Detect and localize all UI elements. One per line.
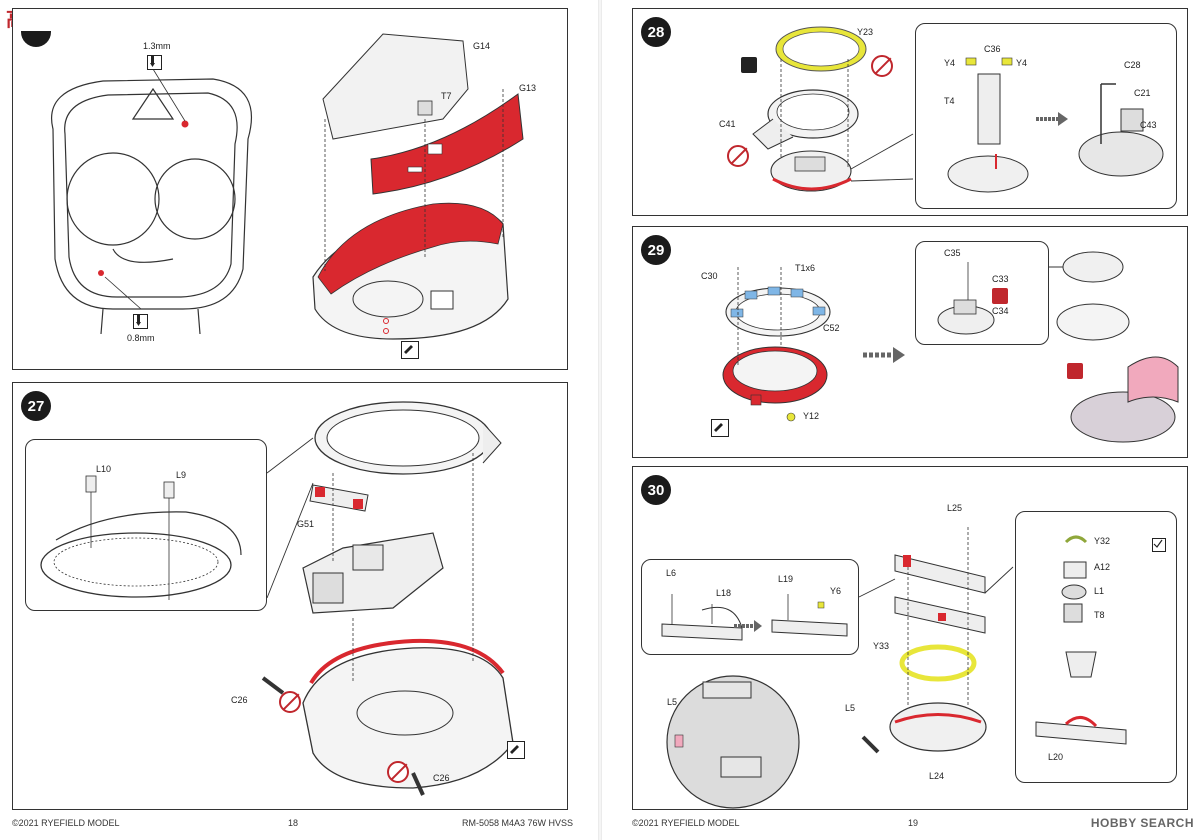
option-red-icon — [1067, 363, 1083, 379]
page-spine — [598, 0, 602, 840]
step-26-diagram — [51, 33, 524, 340]
left-footer-product: RM-5058 M4A3 76W HVSS — [462, 818, 574, 828]
step-30-panel: 30 L6 L18 L19 Y6 — [632, 466, 1188, 810]
step-30-badge: 30 — [641, 475, 671, 505]
step-28-badge: 28 — [641, 17, 671, 47]
left-page: 高网 — [0, 0, 600, 840]
no-glue-icon-1 — [279, 691, 301, 713]
part-label-y6: Y6 — [830, 586, 842, 596]
step-29-diagram — [722, 251, 1179, 443]
drill-size-label-1: 1.3mm — [143, 41, 171, 51]
step-27-badge: 27 — [21, 391, 51, 421]
part-label-c43: C43 — [1140, 120, 1157, 130]
part-label-l25: L25 — [947, 503, 963, 513]
part-label-l10: L10 — [96, 464, 112, 474]
part-label-c28: C28 — [1124, 60, 1141, 70]
drill-size-label-2: 0.8mm — [127, 333, 155, 343]
step-27-diagram — [261, 401, 514, 796]
step-29-panel: 29 C30 T1x6 C52 — [632, 226, 1188, 458]
part-label-l18: L18 — [716, 588, 732, 598]
part-label-c35: C35 — [944, 248, 961, 258]
part-label-g51: G51 — [297, 519, 315, 529]
step-26-badge — [21, 31, 51, 47]
brand-logo: HOBBY SEARCH — [1090, 816, 1194, 830]
part-label-l9: L9 — [176, 470, 187, 480]
part-label-l24: L24 — [929, 771, 945, 781]
check-icon — [1152, 538, 1166, 552]
part-label-l1: L1 — [1094, 586, 1105, 596]
part-label-c30: C30 — [701, 271, 718, 281]
part-label-l19: L19 — [778, 574, 794, 584]
part-label-t8: T8 — [1094, 610, 1105, 620]
left-footer-copyright: ©2021 RYEFIELD MODEL — [12, 818, 120, 828]
step-27-panel: 27 L10 L9 — [12, 382, 568, 810]
no-glue-icon-28b — [727, 145, 749, 167]
part-label-y23: Y23 — [857, 27, 874, 37]
part-label-c33: C33 — [992, 274, 1009, 284]
part-label-c52: C52 — [823, 323, 840, 333]
no-glue-icon-2 — [387, 761, 409, 783]
part-label-c34: C34 — [992, 306, 1009, 316]
part-label-l5-right: L5 — [845, 703, 856, 713]
step-28-detail-inset: Y4 C36 Y4 T4 C28 C21 C43 — [915, 23, 1177, 209]
step-29-detail-inset: C35 C33 C34 — [915, 241, 1049, 345]
step-28-panel: 28 Y23 C41 — [632, 8, 1188, 216]
part-label-l5-left: L5 — [667, 697, 678, 707]
part-label-g13: G13 — [519, 83, 537, 93]
part-label-l6: L6 — [666, 568, 677, 578]
part-label-y4-right: Y4 — [1016, 58, 1028, 68]
part-label-t7: T7 — [441, 91, 452, 101]
part-label-t1x6: T1x6 — [795, 263, 816, 273]
paint-icon-27 — [507, 741, 525, 759]
flip-icon — [741, 57, 757, 73]
step-28-diagram — [752, 26, 914, 192]
step-30-left-inset: L6 L18 L19 Y6 — [641, 559, 859, 655]
part-label-c41: C41 — [719, 119, 736, 129]
right-footer-copyright: ©2021 RYEFIELD MODEL — [632, 818, 740, 828]
right-footer-page-number: 19 — [908, 818, 919, 828]
drill-icon-1 — [147, 55, 162, 70]
part-label-y32: Y32 — [1094, 536, 1111, 546]
part-label-c36: C36 — [984, 44, 1001, 54]
hull-floor-drawing — [51, 78, 252, 335]
step-30-diagram — [666, 527, 1014, 809]
paint-icon-29 — [711, 419, 729, 437]
left-footer-page-number: 18 — [288, 818, 299, 828]
part-label-t4: T4 — [944, 96, 955, 106]
part-label-c21: C21 — [1134, 88, 1151, 98]
step-30-right-inset: Y32 A12 L1 T8 L20 — [1015, 511, 1177, 783]
part-label-y33: Y33 — [873, 641, 890, 651]
step-29-badge: 29 — [641, 235, 671, 265]
step-26-panel: 1.3mm 0.8mm G14 T7 G13 — [12, 8, 568, 370]
paint-red-icon — [992, 288, 1008, 304]
step-27-detail-inset: L10 L9 — [25, 439, 267, 611]
part-label-l20: L20 — [1048, 752, 1064, 762]
part-label-c26-top: C26 — [231, 695, 248, 705]
drill-icon-2 — [133, 314, 148, 329]
part-label-y12: Y12 — [803, 411, 820, 421]
right-page: 28 Y23 C41 — [600, 0, 1200, 840]
part-label-a12: A12 — [1094, 562, 1111, 572]
no-glue-icon-28a — [871, 55, 893, 77]
part-label-c26-bottom: C26 — [433, 773, 450, 783]
part-label-y4-left: Y4 — [944, 58, 956, 68]
part-label-g14: G14 — [473, 41, 491, 51]
paint-icon — [401, 341, 419, 359]
